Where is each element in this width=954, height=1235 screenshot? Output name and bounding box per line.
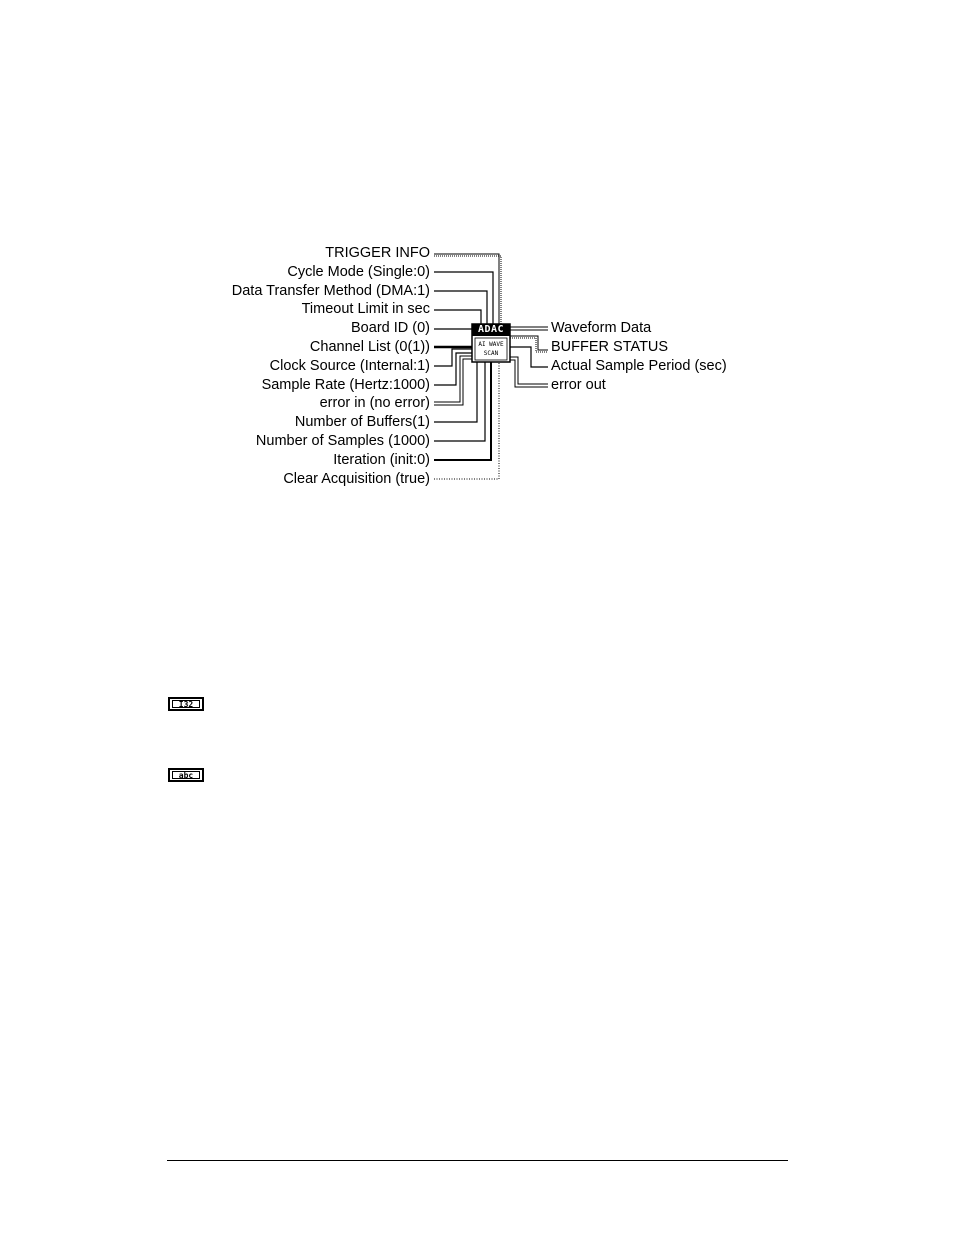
vi-icon-title: ADAC — [477, 324, 505, 335]
input-label-board-id: Board ID (0) — [351, 320, 430, 336]
input-label-number-of-samples: Number of Samples (1000) — [255, 433, 430, 449]
output-label-buffer-status: BUFFER STATUS — [551, 339, 669, 355]
input-label-number-of-buffers: Number of Buffers(1) — [294, 414, 430, 430]
input-label-trigger-info: TRIGGER INFO — [325, 245, 430, 261]
input-label-timeout-limit: Timeout Limit in sec — [301, 301, 430, 317]
input-label-error-in: error in (no error) — [319, 395, 430, 411]
i32-type-icon-text: I32 — [172, 700, 200, 709]
input-label-clear-acquisition: Clear Acquisition (true) — [283, 471, 430, 487]
string-type-icon: abc — [168, 768, 204, 782]
output-label-waveform-data: Waveform Data — [551, 320, 652, 336]
output-label-error-out: error out — [551, 377, 606, 393]
input-label-iteration: Iteration (init:0) — [333, 452, 430, 468]
vi-icon-subtitle-line1: AI WAVE — [478, 341, 504, 348]
input-label-cycle-mode: Cycle Mode (Single:0) — [287, 264, 430, 280]
string-type-icon-text: abc — [172, 771, 200, 780]
vi-icon-subtitle-line2: SCAN — [483, 350, 499, 357]
footer-rule — [167, 1160, 788, 1161]
output-label-actual-sample-period: Actual Sample Period (sec) — [551, 358, 727, 374]
i32-type-icon: I32 — [168, 697, 204, 711]
input-label-clock-source: Clock Source (Internal:1) — [269, 358, 430, 374]
input-label-data-transfer-method: Data Transfer Method (DMA:1) — [231, 283, 430, 299]
input-label-sample-rate: Sample Rate (Hertz:1000) — [261, 377, 430, 393]
input-label-channel-list: Channel List (0(1)) — [309, 339, 430, 355]
